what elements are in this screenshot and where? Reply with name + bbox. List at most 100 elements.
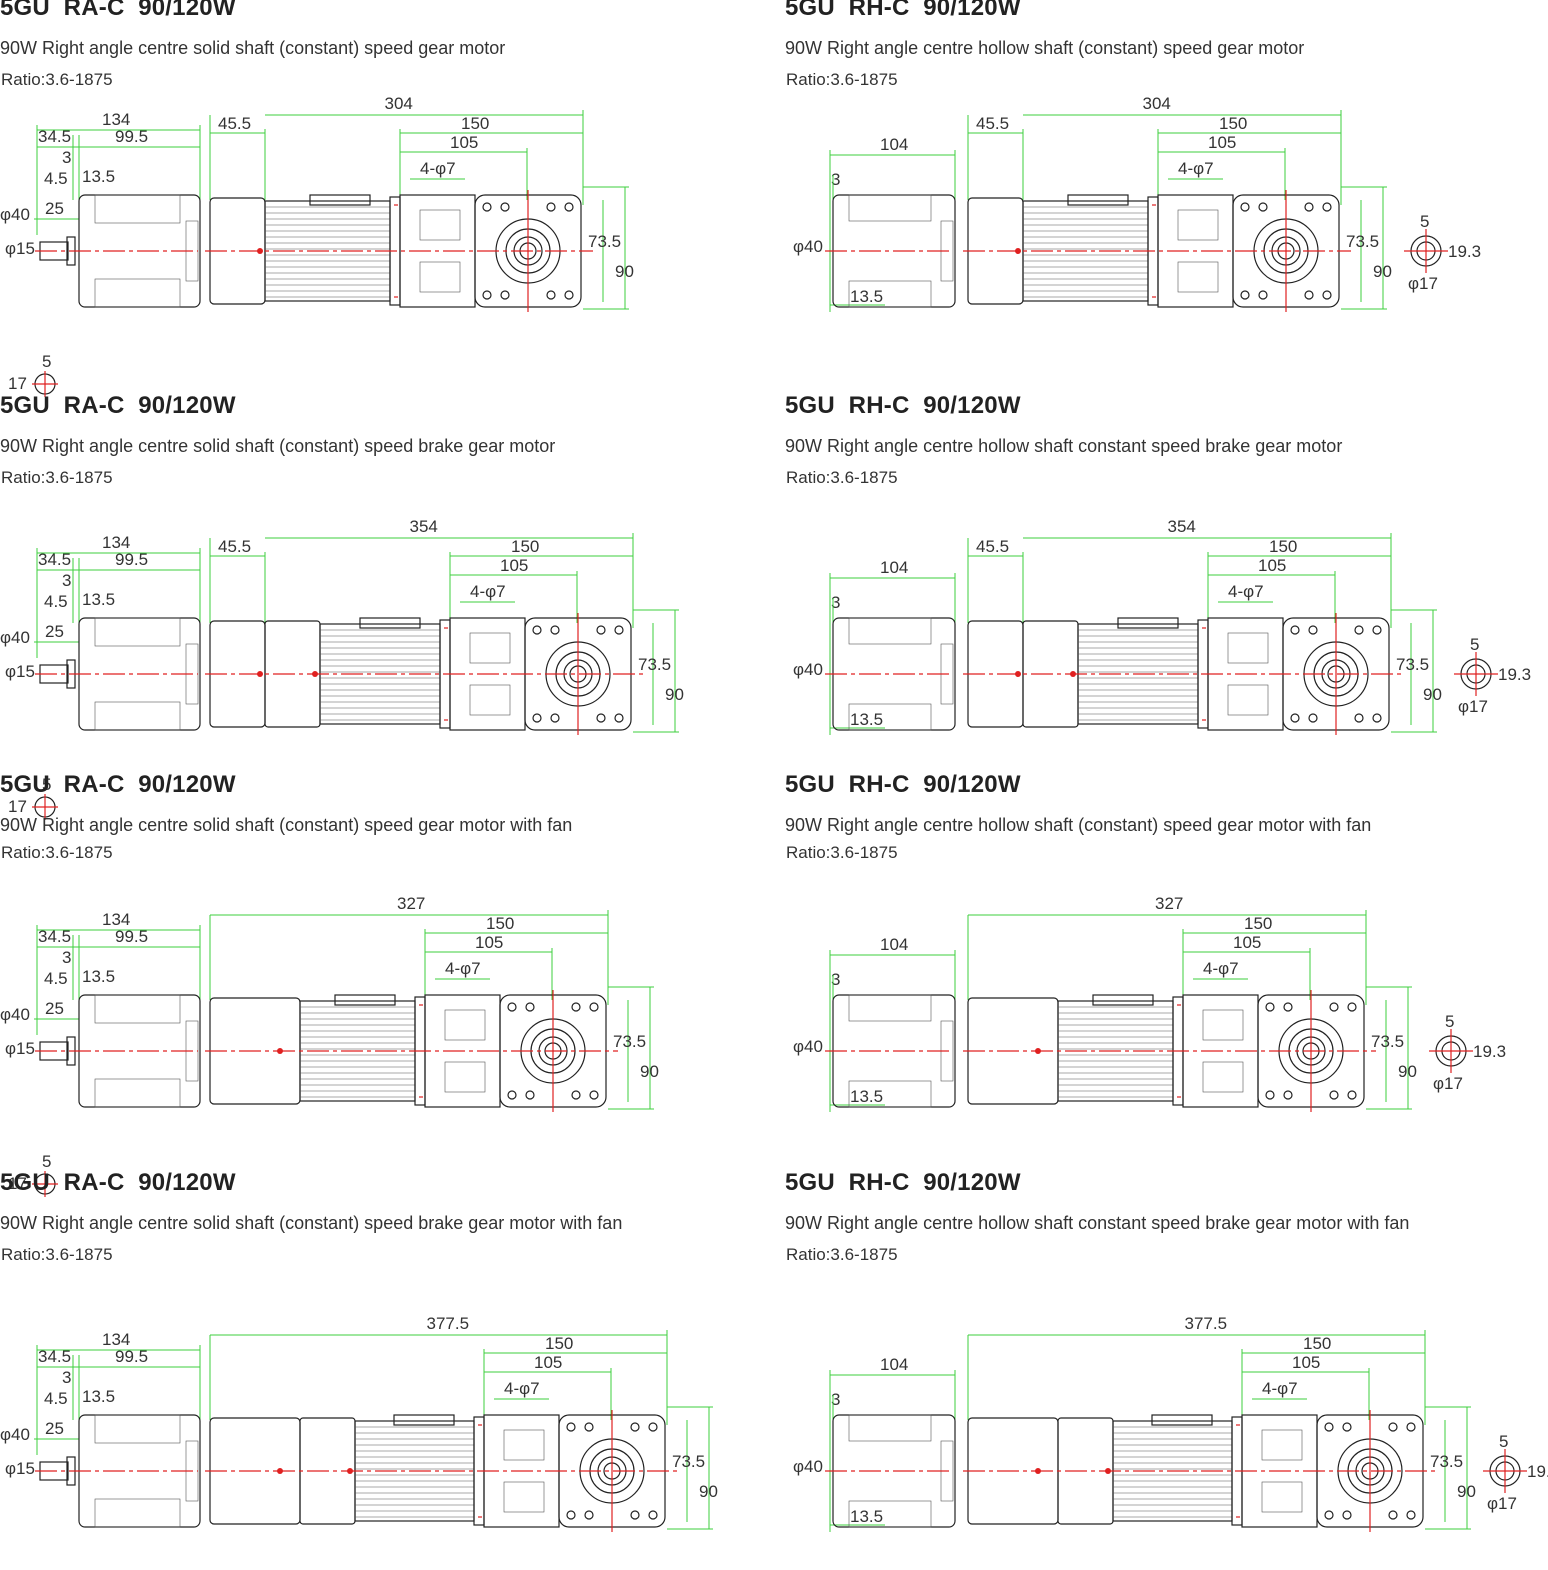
side-lug <box>94 1414 181 1444</box>
mounting-hole-icon <box>1258 202 1268 212</box>
ratio-label: Ratio:3.6-1875 <box>786 70 898 89</box>
panel-rh-c-brake-fan: 5GU RH-C 90/120W 90W Right angle centre … <box>785 1169 1548 1570</box>
mounting-hole-icon <box>1308 713 1318 723</box>
dimension-key-w: 5 <box>42 1152 51 1171</box>
model-description: 90W Right angle centre hollow shaft cons… <box>785 1213 1410 1233</box>
mounting-hole-icon <box>566 1422 576 1432</box>
mounting-hole-icon <box>589 1002 599 1012</box>
model-title: 5GU RH-C 90/120W <box>785 0 1021 21</box>
dimension-total: 377.5 <box>1185 1314 1228 1333</box>
side-lug <box>848 194 932 222</box>
dimension-side-e: 13.5 <box>850 287 883 306</box>
mounting-hole-icon <box>507 1090 517 1100</box>
dimension-gear-bolt: 105 <box>1233 933 1261 952</box>
mounting-hole-icon <box>1324 1422 1334 1432</box>
neck-detail <box>1177 261 1219 293</box>
neck-detail <box>1227 684 1269 716</box>
mounting-hole-icon <box>571 1002 581 1012</box>
mounting-hole-icon <box>1406 1422 1416 1432</box>
mounting-hole-icon <box>630 1510 640 1520</box>
model-description: 90W Right angle centre solid shaft (cons… <box>0 38 506 58</box>
dimension-total: 354 <box>1168 517 1196 536</box>
dimension-boss: φ40 <box>793 1037 823 1056</box>
dimension-key-w: 5 <box>1420 212 1429 231</box>
dimension-flange: 90 <box>1373 262 1392 281</box>
mounting-hole-icon <box>596 713 606 723</box>
mounting-hole-icon <box>525 1090 535 1100</box>
side-lug <box>94 1078 181 1108</box>
side-lug <box>848 703 932 731</box>
dimension-side-a: 34.5 <box>38 927 71 946</box>
dimension-shaft-len: 25 <box>45 622 64 641</box>
side-lug <box>94 194 181 224</box>
mounting-hole-icon <box>1240 290 1250 300</box>
mounting-hole-icon <box>532 713 542 723</box>
model-description: 90W Right angle centre solid shaft (cons… <box>0 436 556 456</box>
dimension-motor-len: 45.5 <box>976 114 1009 133</box>
dimension-side-e: 13.5 <box>82 967 115 986</box>
terminal-box <box>334 994 396 1006</box>
dimension-side-c: 3 <box>831 593 840 612</box>
mounting-hole-icon <box>1329 1090 1339 1100</box>
dimension-gear-bolt: 105 <box>500 556 528 575</box>
mounting-hole-icon <box>571 1090 581 1100</box>
mounting-hole-icon <box>564 290 574 300</box>
panel-ra-c-brake-fan: 5GU RA-C 90/120W 90W Right angle centre … <box>0 1169 770 1570</box>
mounting-hole-icon <box>1322 290 1332 300</box>
dimension-boss: φ40 <box>0 1005 30 1024</box>
mounting-hole-icon <box>1322 202 1332 212</box>
dimension-side-total: 104 <box>880 935 908 954</box>
dimension-side-c: 3 <box>62 1368 71 1387</box>
dimension-side-a: 34.5 <box>38 127 71 146</box>
dimension-bore-dia: φ17 <box>1408 274 1438 293</box>
dimension-gear-len: 150 <box>1219 114 1247 133</box>
ratio-label: Ratio:3.6-1875 <box>1 468 113 487</box>
mounting-hole-icon <box>1354 625 1364 635</box>
dimension-holes: 4-φ7 <box>420 159 456 178</box>
dimension-side-b: 99.5 <box>115 1347 148 1366</box>
dimension-gear-bolt: 105 <box>450 133 478 152</box>
dimension-side-e: 13.5 <box>82 167 115 186</box>
mounting-hole-icon <box>1372 625 1382 635</box>
mounting-hole-icon <box>1342 1510 1352 1520</box>
dimension-gear-len: 150 <box>1269 537 1297 556</box>
side-lug <box>94 1498 181 1528</box>
dimension-side-total: 104 <box>880 558 908 577</box>
dimension-side-c: 3 <box>831 170 840 189</box>
mounting-hole-icon <box>1308 625 1318 635</box>
dimension-gear-bolt: 105 <box>534 1353 562 1372</box>
neck-detail <box>444 1009 486 1041</box>
dimension-bolt-h: 73.5 <box>613 1032 646 1051</box>
mounting-hole-icon <box>614 625 624 635</box>
neck-detail <box>419 261 461 293</box>
dimension-side-total: 104 <box>880 1355 908 1374</box>
dimension-side-d: 4.5 <box>44 969 68 988</box>
dimension-boss: φ40 <box>793 1457 823 1476</box>
model-title: 5GU RH-C 90/120W <box>785 392 1021 419</box>
mounting-hole-icon <box>546 290 556 300</box>
dimension-side-c: 3 <box>831 970 840 989</box>
dimension-shaft-dia: φ15 <box>5 662 35 681</box>
dimension-shaft-len: 25 <box>45 199 64 218</box>
mounting-hole-icon <box>482 290 492 300</box>
side-lug <box>848 617 932 645</box>
terminal-box <box>1117 617 1179 629</box>
dimension-holes: 4-φ7 <box>1203 959 1239 978</box>
dimension-key-w: 5 <box>42 352 51 371</box>
neck-detail <box>503 1481 545 1513</box>
dimension-holes: 4-φ7 <box>1262 1379 1298 1398</box>
model-title: 5GU RH-C 90/120W <box>785 771 1021 798</box>
dimension-bore-dia: φ17 <box>1433 1074 1463 1093</box>
dimension-flange: 90 <box>615 262 634 281</box>
neck-detail <box>419 209 461 241</box>
dimension-holes: 4-φ7 <box>470 582 506 601</box>
terminal-box <box>393 1414 455 1426</box>
mounting-hole-icon <box>1324 1510 1334 1520</box>
mounting-hole-icon <box>1283 1002 1293 1012</box>
dimension-side-total: 134 <box>102 533 130 552</box>
dimension-holes: 4-φ7 <box>445 959 481 978</box>
dimension-side-b: 99.5 <box>115 927 148 946</box>
